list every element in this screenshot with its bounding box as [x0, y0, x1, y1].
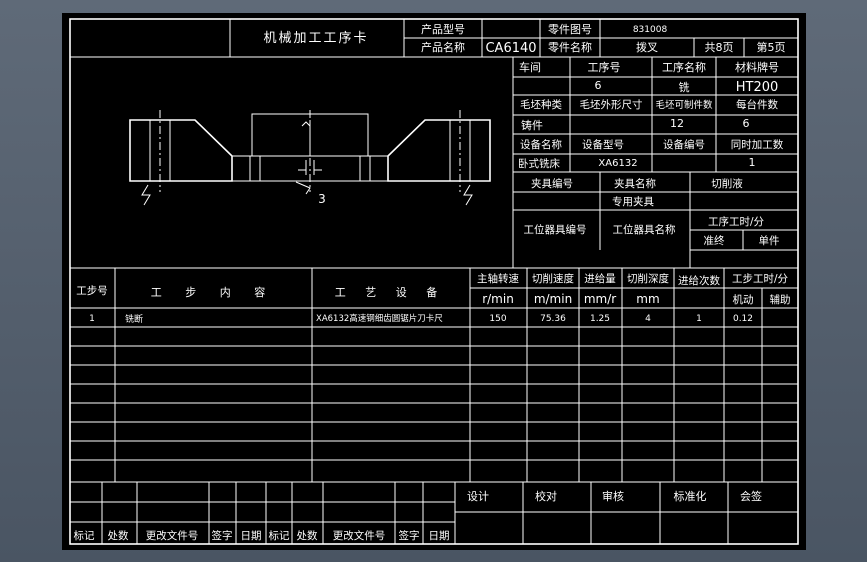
unit-feed: mm/r [584, 292, 616, 306]
rev-signature-2: 签字 [399, 529, 420, 542]
col-machine-time: 机动 [733, 293, 754, 306]
cell-equipment: XA6132高速钢细齿圆锯片刀卡尺 [316, 313, 443, 324]
countersign-label: 会签 [740, 489, 762, 503]
equip-model-label: 设备型号 [582, 138, 624, 151]
unit-spindle: r/min [482, 292, 514, 306]
signature-footer: 设计 校对 审核 标准化 会签 标记 处数 更改文件号 签字 日期 标记 处数 … [70, 482, 798, 544]
blank-size-label: 毛坯外形尺寸 [580, 98, 643, 111]
cell-content: 铣断 [125, 313, 143, 325]
page-number: 第5页 [757, 40, 786, 54]
part-name-value: 拨叉 [636, 40, 658, 54]
per-machine-value: 6 [743, 117, 750, 130]
col-step-time: 工步工时/分 [732, 273, 789, 285]
unit-depth: mm [636, 292, 659, 306]
process-steps-table: 工步号 工 步 内 容 工 艺 设 备 主轴转速 切削速度 进给量 切削深度 进… [70, 267, 798, 483]
info-block: 车间 工序号 工序名称 材料牌号 6 铣 HT200 毛坯种类 毛坯外形尺寸 毛… [512, 57, 798, 268]
total-pages: 共8页 [705, 41, 734, 54]
table-row: 1 铣断 XA6132高速钢细齿圆锯片刀卡尺 150 75.36 1.25 4 … [89, 313, 753, 325]
unit-label: 单件 [759, 235, 780, 247]
blank-type-value: 铸件 [521, 118, 543, 132]
prep-label: 准终 [704, 234, 725, 247]
simul-value: 1 [749, 156, 756, 169]
col-equipment: 工 艺 设 备 [335, 285, 446, 299]
design-label: 设计 [467, 490, 489, 503]
fixture-no-label: 夹具编号 [531, 177, 573, 190]
coolant-label: 切削液 [711, 177, 743, 190]
cell-step-no: 1 [89, 314, 95, 324]
sheet-border [69, 18, 799, 545]
blank-type-label: 毛坯种类 [520, 98, 562, 111]
workshop-label: 车间 [519, 60, 541, 74]
rev-count: 处数 [108, 529, 129, 542]
blank-count-value: 12 [670, 117, 684, 130]
equip-name-value: 卧式铣床 [518, 157, 560, 170]
col-speed: 切削速度 [532, 272, 574, 285]
cell-machine-time: 0.12 [733, 314, 753, 324]
product-name-value: CA6140 [485, 41, 536, 56]
op-no-label: 工序号 [588, 60, 621, 74]
op-name-label: 工序名称 [662, 60, 706, 74]
part-section-drawing: 3 [129, 110, 491, 206]
standard-label: 标准化 [674, 489, 707, 503]
station-name-label: 工位器具名称 [613, 223, 676, 236]
review-label: 审核 [602, 489, 624, 503]
col-content: 工 步 内 容 [151, 285, 276, 299]
dimension-label: 3 [318, 192, 326, 206]
equip-name-label: 设备名称 [520, 138, 562, 151]
col-feed: 进给量 [584, 272, 616, 285]
equip-model-value: XA6132 [598, 158, 637, 169]
rev-count-2: 处数 [297, 529, 318, 542]
rev-date-2: 日期 [429, 530, 450, 542]
op-time-label: 工序工时/分 [708, 215, 765, 228]
part-drawing-label: 零件图号 [548, 23, 592, 36]
equip-no-label: 设备编号 [663, 138, 705, 151]
rev-signature: 签字 [212, 529, 233, 542]
header-block: 机械加工工序卡 产品型号 零件图号 831008 产品名称 CA6140 零件名… [70, 19, 798, 58]
rev-doc-no-2: 更改文件号 [333, 529, 386, 542]
unit-speed: m/min [534, 292, 572, 306]
rev-mark-2: 标记 [269, 530, 290, 542]
material-label: 材料牌号 [735, 60, 779, 74]
col-passes: 进给次数 [678, 274, 720, 287]
part-name-label: 零件名称 [548, 40, 592, 54]
rev-date: 日期 [241, 530, 262, 542]
simul-label: 同时加工数 [731, 138, 784, 151]
station-no-label: 工位器具编号 [524, 223, 587, 236]
col-aux-time: 辅助 [770, 293, 791, 306]
blank-count-label: 毛坯可制件数 [655, 99, 713, 111]
material-value: HT200 [736, 80, 779, 95]
op-name-value: 铣 [679, 80, 690, 94]
cell-spindle: 150 [489, 314, 506, 324]
card-title: 机械加工工序卡 [263, 31, 368, 46]
col-step-no: 工步号 [76, 285, 108, 297]
fixture-name-value: 专用夹具 [612, 195, 654, 208]
cell-feed: 1.25 [590, 314, 610, 324]
op-no-value: 6 [595, 79, 602, 92]
product-model-label: 产品型号 [421, 22, 465, 36]
check-label: 校对 [535, 489, 557, 503]
col-spindle: 主轴转速 [477, 272, 519, 285]
cell-depth: 4 [645, 314, 651, 324]
per-machine-label: 每台件数 [736, 98, 778, 111]
cell-speed: 75.36 [540, 314, 566, 324]
rev-doc-no: 更改文件号 [146, 529, 199, 542]
part-drawing-value: 831008 [633, 25, 668, 35]
cell-passes: 1 [696, 314, 702, 324]
rev-mark: 标记 [74, 530, 95, 542]
product-name-label: 产品名称 [421, 40, 465, 54]
col-depth: 切削深度 [627, 272, 669, 285]
fixture-name-label: 夹具名称 [614, 177, 656, 190]
